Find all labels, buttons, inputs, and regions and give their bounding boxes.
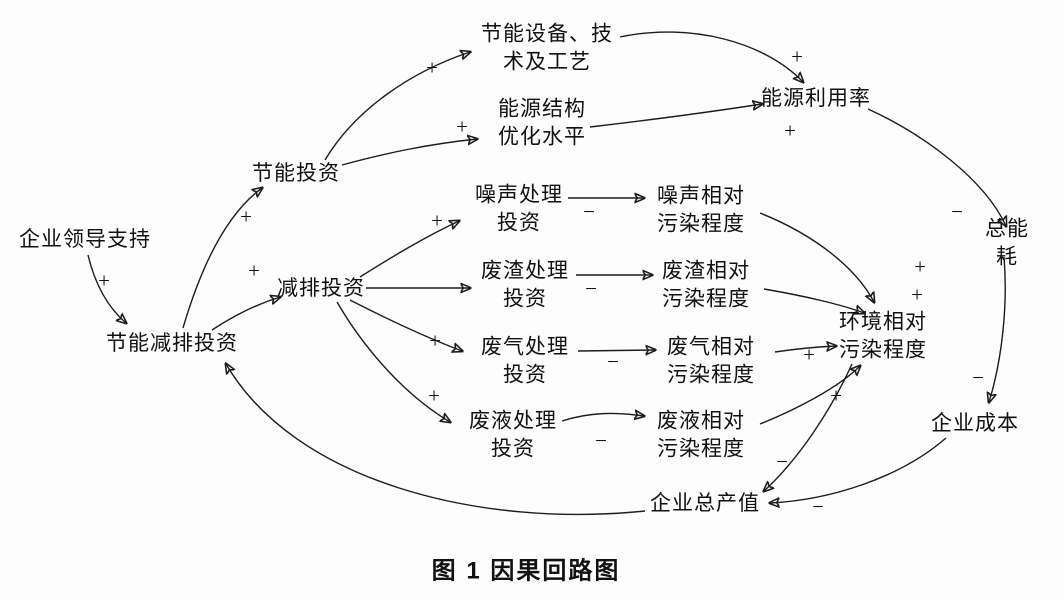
sign-energy-to-cost: −: [972, 365, 984, 390]
sign-utilization-to-energy: −: [951, 199, 963, 224]
arrow-gas-pollution-to-env: [774, 346, 836, 353]
node-liquid-invest: 废液处理 投资: [469, 408, 557, 461]
arrow-equipment-to-utilization: [619, 31, 803, 82]
node-energy-utilization: 能源利用率: [761, 85, 871, 110]
sign-reduce-to-noise: +: [431, 208, 443, 233]
sign-saving-to-equipment: +: [426, 55, 438, 80]
node-emission-reduce-invest: 减排投资: [277, 275, 365, 300]
sign-residue-to-env: +: [911, 282, 923, 307]
arrow-reduce-to-liquid-invest: [336, 301, 450, 422]
sign-gas-to-env: +: [803, 342, 815, 367]
node-total-energy: 总能耗: [985, 216, 1029, 269]
node-gas-pollution: 废气相对 污染程度: [667, 334, 755, 387]
arrow-saving-to-equipment: [324, 52, 470, 161]
node-saving-equipment: 节能设备、技 术及工艺: [481, 21, 613, 74]
sign-env-to-output: −: [776, 449, 788, 474]
node-leadership-support: 企业领导支持: [19, 226, 151, 251]
sign-equipment-to-utilization: +: [791, 44, 803, 69]
sign-noise-to-env: +: [914, 254, 926, 279]
sign-invest-to-saving: +: [240, 204, 252, 229]
node-gas-invest: 废气处理 投资: [481, 334, 569, 387]
node-energy-structure: 能源结构 优化水平: [498, 96, 586, 149]
arrow-residue-pollution-to-env: [763, 288, 864, 313]
node-energy-saving-invest: 节能投资: [252, 160, 340, 185]
arrow-gas-invest-to-gas-pollution: [577, 350, 655, 351]
sign-residue-invest-to-pollution: −: [585, 276, 597, 301]
sign-reduce-to-liquid: +: [428, 383, 440, 408]
arrow-invest-to-saving: [182, 188, 262, 329]
arrow-leadership-to-invest: [87, 254, 126, 323]
sign-structure-to-utilization: +: [784, 118, 796, 143]
arrow-saving-to-structure: [341, 139, 477, 166]
sign-invest-to-reduce: +: [248, 258, 260, 283]
sign-liquid-invest-to-pollution: −: [595, 428, 607, 453]
sign-saving-to-structure: +: [456, 114, 468, 139]
node-noise-pollution: 噪声相对 污染程度: [657, 183, 745, 236]
arrow-reduce-to-gas-invest: [349, 299, 462, 351]
arrow-structure-to-utilization: [589, 104, 762, 128]
figure-caption: 图 1 因果回路图: [431, 557, 621, 585]
arrow-reduce-to-noise-invest: [359, 221, 459, 278]
node-residue-invest: 废渣处理 投资: [481, 258, 569, 311]
arrow-noise-pollution-to-env: [759, 212, 874, 302]
node-env-pollution: 环境相对 污染程度: [839, 309, 927, 362]
node-liquid-pollution: 废液相对 污染程度: [657, 408, 745, 461]
arrow-liquid-invest-to-liquid-pollution: [561, 413, 644, 422]
arrow-output-to-invest: [226, 364, 646, 516]
arrow-energy-to-cost: [989, 256, 1006, 402]
sign-liquid-to-env: +: [830, 383, 842, 408]
sign-cost-to-output: −: [812, 494, 824, 519]
arrow-cost-to-output: [770, 437, 947, 503]
node-enterprise-cost: 企业成本: [931, 410, 1019, 435]
node-saving-emission-invest: 节能减排投资: [106, 330, 238, 355]
arrow-utilization-to-energy: [867, 108, 1006, 226]
arrow-env-to-output: [764, 363, 853, 491]
node-total-output: 企业总产值: [650, 490, 760, 515]
sign-reduce-to-gas: +: [429, 328, 441, 353]
sign-noise-invest-to-pollution: −: [583, 199, 595, 224]
node-residue-pollution: 废渣相对 污染程度: [662, 258, 750, 311]
sign-leadership-to-invest: +: [98, 268, 110, 293]
node-noise-invest: 噪声处理 投资: [475, 182, 563, 235]
arrow-invest-to-reduce: [211, 297, 280, 331]
arrow-liquid-pollution-to-env: [759, 366, 860, 425]
sign-gas-invest-to-pollution: −: [607, 349, 619, 374]
